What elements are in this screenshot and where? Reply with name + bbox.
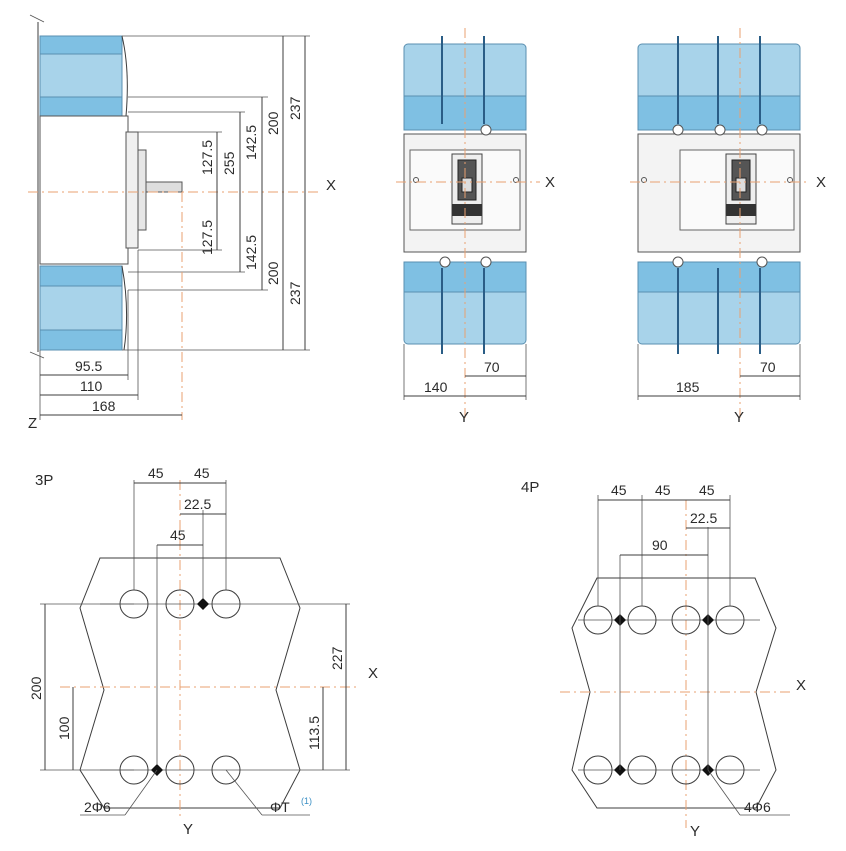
front4p-dim-70: 70 bbox=[760, 359, 776, 375]
dim-127-5-bottom: 127.5 bbox=[199, 220, 215, 255]
plan4p-axis-x: X bbox=[796, 677, 806, 694]
front4p-axis-y: Y bbox=[734, 409, 744, 426]
dim-142-5-bottom: 142.5 bbox=[243, 235, 259, 270]
side-view: 237 200 142.5 255 127.5 127.5 142.5 200 … bbox=[28, 14, 336, 432]
plan3p-dim-113-5: 113.5 bbox=[306, 716, 322, 750]
front-view-3p: X 70 140 Y bbox=[396, 28, 555, 426]
dim-127-5-top: 127.5 bbox=[199, 140, 215, 175]
plan3p-axis-x: X bbox=[368, 665, 378, 682]
side-handle bbox=[145, 181, 183, 193]
dim-200-top: 200 bbox=[265, 111, 281, 135]
plan4p-hole-label: 4Φ6 bbox=[744, 799, 771, 815]
plan4p-dim-90: 90 bbox=[652, 537, 668, 553]
plan3p-dim-100: 100 bbox=[56, 716, 72, 740]
side-axis-x: X bbox=[326, 177, 336, 194]
dim-237-top: 237 bbox=[287, 96, 303, 120]
front3p-dim-140: 140 bbox=[424, 379, 448, 395]
plan3p-dim-200: 200 bbox=[28, 676, 44, 700]
dim-95-5: 95.5 bbox=[75, 358, 102, 374]
plan3p-outline bbox=[79, 557, 301, 809]
plan3p-axis-y: Y bbox=[183, 821, 193, 838]
front4p-dim-185: 185 bbox=[676, 379, 700, 395]
dim-110: 110 bbox=[80, 378, 103, 394]
plan4p-dim-45-c: 45 bbox=[699, 482, 715, 498]
dim-237-bottom: 237 bbox=[287, 281, 303, 305]
plan3p-dim-45-a: 45 bbox=[148, 465, 164, 481]
plan4p-label: 4P bbox=[521, 479, 539, 496]
dim-142-5-top: 142.5 bbox=[243, 125, 259, 160]
dim-255: 255 bbox=[221, 151, 237, 175]
plan3p-dim-45-c: 45 bbox=[170, 527, 186, 543]
plan4p-dim-22-5: 22.5 bbox=[690, 510, 717, 526]
plan4p-dim-45-a: 45 bbox=[611, 482, 627, 498]
plan3p-terminal-label: ΦT bbox=[270, 799, 290, 815]
side-axis-z: Z bbox=[28, 415, 37, 432]
dim-200-bottom: 200 bbox=[265, 261, 281, 285]
plan4p-axis-y: Y bbox=[690, 823, 700, 840]
dim-168: 168 bbox=[92, 398, 116, 414]
plan3p-dim-22-5: 22.5 bbox=[184, 496, 211, 512]
front3p-axis-x: X bbox=[545, 174, 555, 191]
plan4p-dim-45-b: 45 bbox=[655, 482, 671, 498]
plan3p-label: 3P bbox=[35, 472, 53, 489]
plan3p-dim-227: 227 bbox=[329, 646, 345, 670]
plan3p-terminal-note: (1) bbox=[301, 796, 312, 806]
plan4p-outline bbox=[571, 577, 777, 809]
plan-3p: 3P 45 45 22.5 45 200 bbox=[28, 465, 378, 838]
front3p-dim-70: 70 bbox=[484, 359, 500, 375]
front4p-axis-x: X bbox=[816, 174, 826, 191]
plan3p-dim-45-b: 45 bbox=[194, 465, 210, 481]
front-view-4p: X 70 185 Y bbox=[630, 28, 826, 426]
plan3p-hole-label: 2Φ6 bbox=[84, 799, 111, 815]
plan-4p: 4P 45 45 45 22.5 90 X 4Φ6 Y bbox=[521, 479, 806, 840]
front3p-axis-y: Y bbox=[459, 409, 469, 426]
